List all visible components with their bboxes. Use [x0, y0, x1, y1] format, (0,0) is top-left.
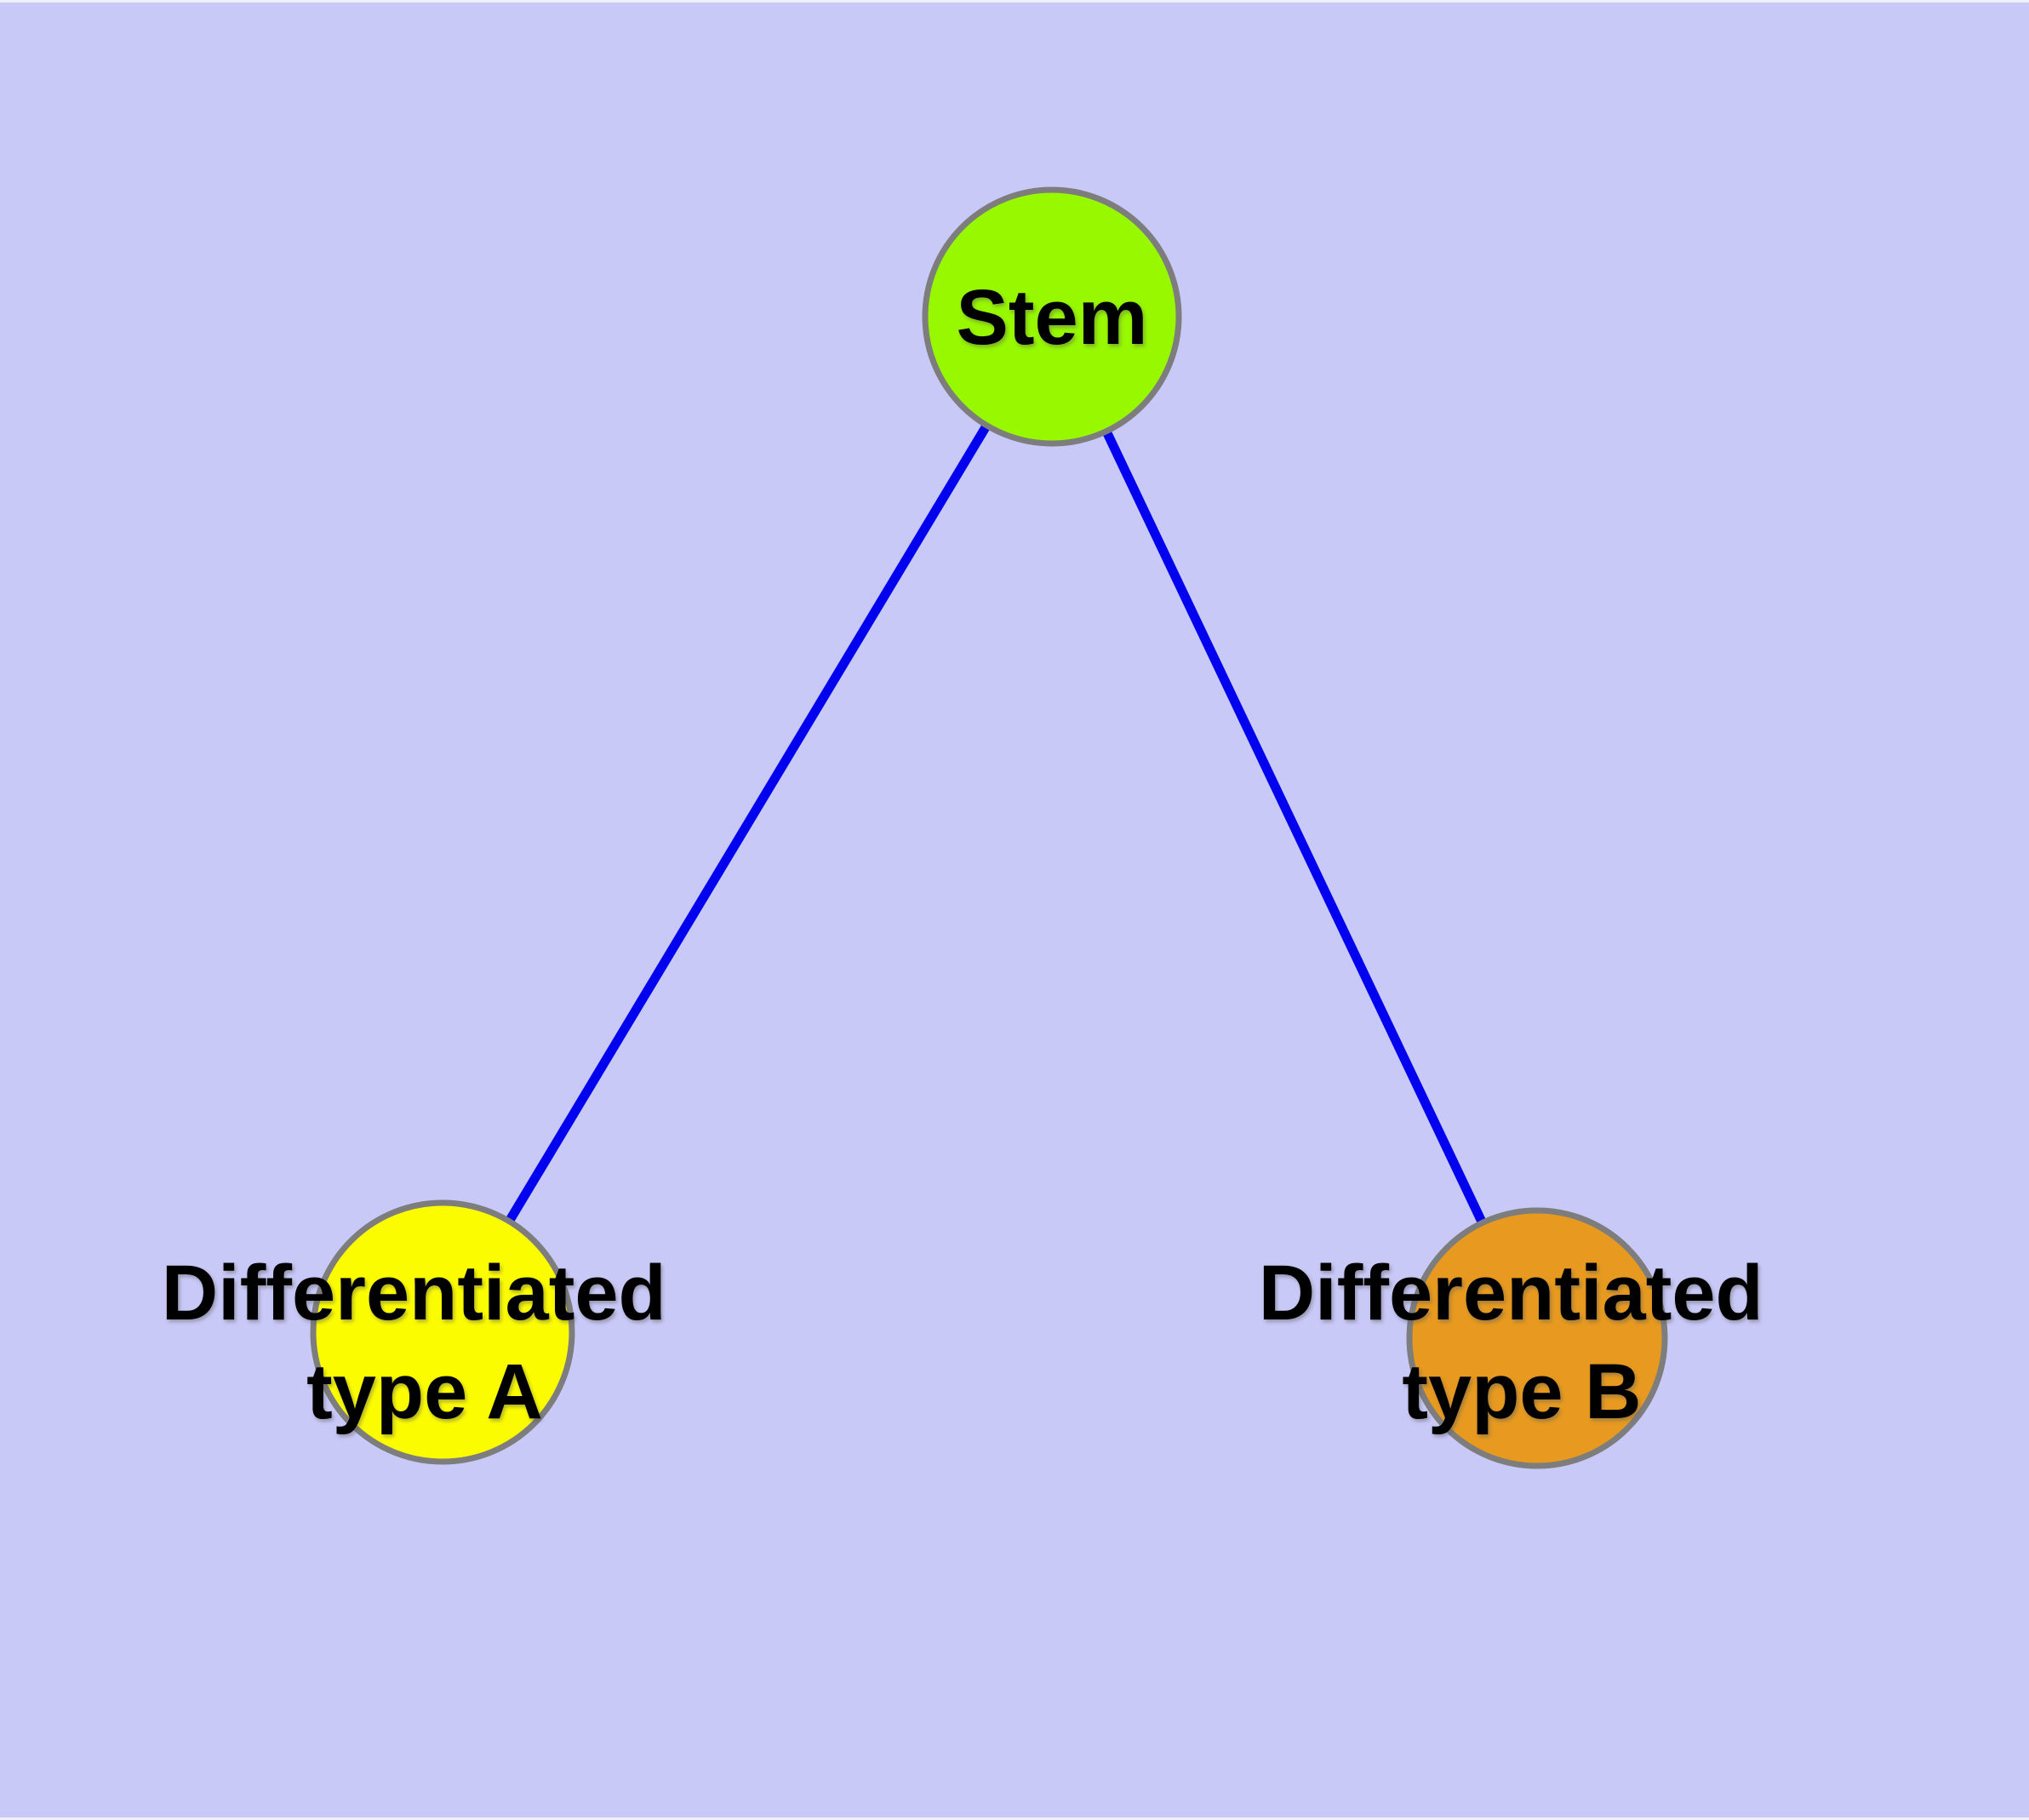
node-differentiated-type-b-label: Differentiated type B [1259, 1250, 1786, 1435]
label-line: type A [306, 1348, 543, 1435]
canvas-top-edge [0, 0, 2029, 3]
node-differentiated-type-a [310, 1199, 575, 1465]
label-line: Differentiated [1259, 1250, 1763, 1336]
edge-stem-to-type-a [438, 314, 1056, 1335]
label-line: Differentiated [162, 1250, 666, 1336]
canvas-bottom-edge [0, 1817, 2029, 1820]
label-line: type B [1402, 1348, 1641, 1435]
node-differentiated-type-b [1406, 1207, 1668, 1469]
node-stem [922, 186, 1182, 447]
node-differentiated-type-a-label: Differentiated type A [162, 1250, 689, 1435]
node-stem-label: Stem [957, 274, 1148, 361]
edge-stem-to-type-b [1048, 314, 1541, 1341]
